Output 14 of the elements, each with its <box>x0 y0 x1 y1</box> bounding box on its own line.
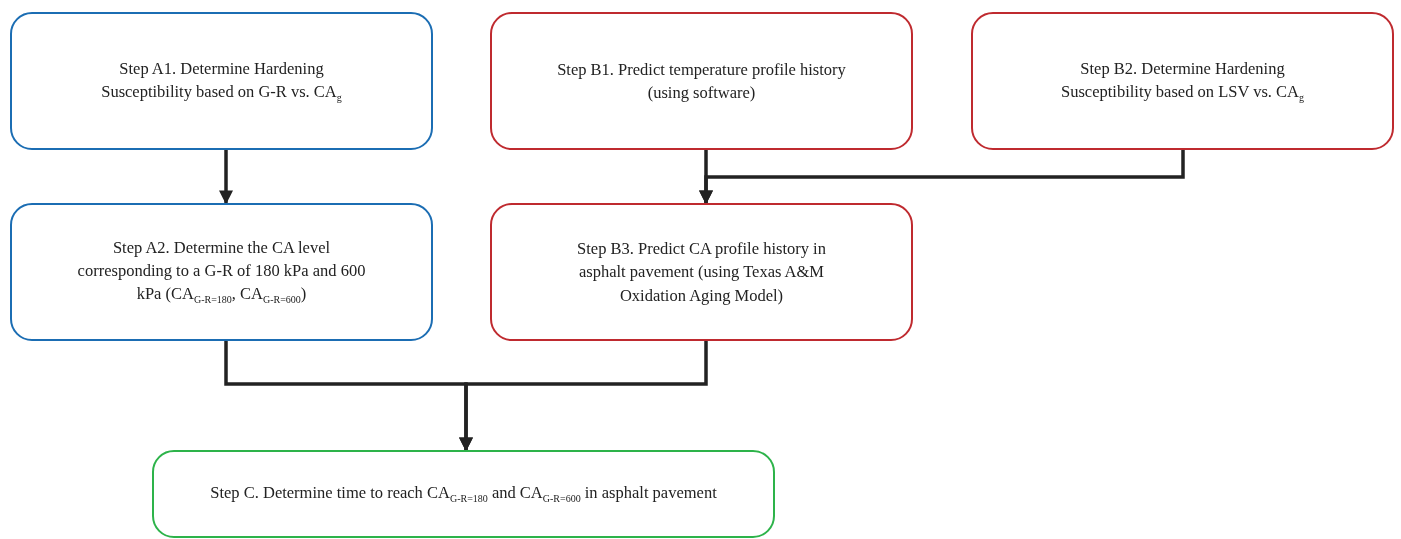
process-box <box>971 12 1394 150</box>
process-box <box>490 12 913 150</box>
step-text: Step B3. Predict CA profile history in asphalt pavement (using Texas A&M Oxidation Aging Model) <box>576 238 827 307</box>
process-box <box>152 450 775 538</box>
step-text: Step B1. Predict temperature profile history (using software) <box>556 58 847 104</box>
step-text: Step B2. Determine Hardening Susceptibility based on LSV vs. CA$_{g}$ <box>1059 57 1305 106</box>
process-box <box>10 203 433 341</box>
connector-arrow <box>219 150 233 205</box>
step-text: Step A1. Determine Hardening Susceptibility based on G-R vs. CA$_{g}$ <box>100 57 343 106</box>
step-text: Step C. Determine time to reach CA$_{G-R=180}$ and CA$_{G-R=600}$ in asphalt pavement <box>210 482 717 507</box>
step-text: Step A2. Determine the CA level corresponding to a G-R of 180 kPa and 600 kPa (CA$_{G-R=180}$, CA$_{G-R=600}$) <box>76 237 367 308</box>
connector-arrow <box>699 150 1185 205</box>
process-box <box>490 203 913 341</box>
process-box <box>10 12 433 150</box>
